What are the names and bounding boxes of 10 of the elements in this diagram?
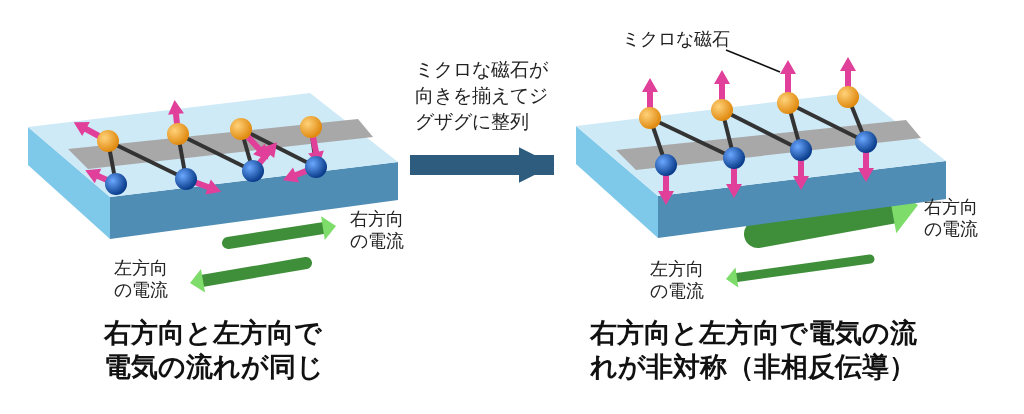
caption: 右方向と左方向で電気の流れが非対称（非相反伝導） — [590, 316, 918, 384]
current-label: 右方向の電流 — [924, 196, 979, 240]
block-arrow — [410, 147, 555, 183]
current-label: 左方向の電流 — [650, 258, 705, 302]
edge-label: ミクロな磁石が向きを揃えてジグザグに整列 — [415, 57, 549, 134]
current-label: 左方向の電流 — [114, 257, 169, 301]
leader-line — [725, 49, 781, 73]
current-label: 右方向の電流 — [350, 208, 405, 252]
caption: 右方向と左方向で電気の流れが同じ — [104, 316, 325, 384]
callout-label: ミクロな磁石 — [622, 28, 730, 50]
